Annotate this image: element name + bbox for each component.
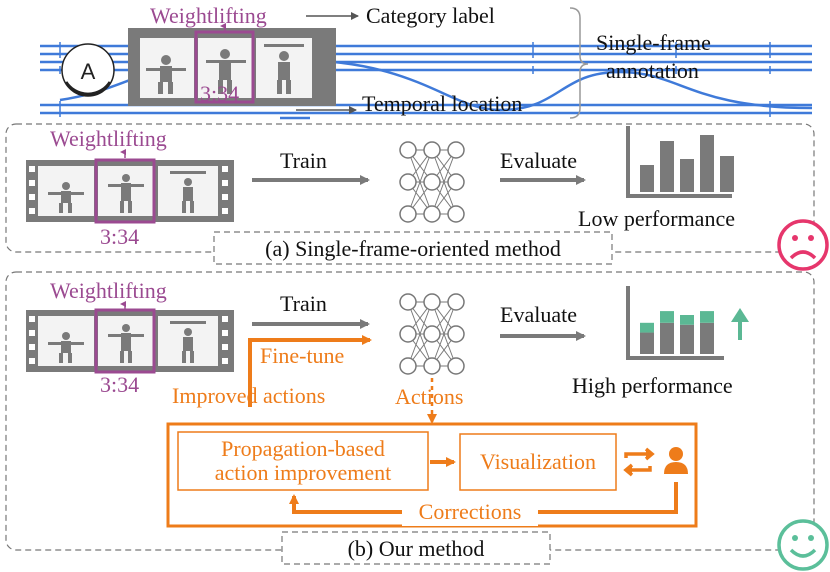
timeline-ticks [59, 42, 771, 117]
single-frame-line1: Single-frame [596, 30, 711, 55]
network-node [447, 357, 465, 375]
panel-a-result: Low performance [578, 206, 735, 231]
actions-label: Actions [395, 384, 463, 409]
bar [640, 165, 654, 192]
category-annotation: Category label [366, 3, 495, 28]
bar [680, 159, 694, 192]
bar [700, 135, 714, 192]
panel-b-evaluate-label: Evaluate [500, 302, 577, 327]
bar-improvement [640, 322, 654, 333]
bar-improvement [660, 311, 674, 323]
visualization-box [459, 433, 617, 491]
network-node [423, 357, 441, 375]
bar-base [660, 322, 674, 354]
chart-axes [626, 126, 732, 198]
bar-base [680, 324, 694, 354]
annotation-brace [569, 7, 589, 119]
panel-b-neural-network [399, 293, 465, 375]
panel-a-bar-chart [626, 126, 734, 198]
panel-a-caption: (a) Single-frame-oriented method [265, 236, 561, 261]
network-node [399, 173, 417, 191]
bar [660, 141, 674, 192]
network-node [423, 173, 441, 191]
top-film-strip [128, 28, 336, 106]
swap-arrows-icon [623, 447, 655, 477]
network-node [447, 293, 465, 311]
chart-axes [626, 286, 724, 360]
marker-a-letter: A [81, 59, 96, 84]
panel-b-caption: (b) Our method [348, 536, 485, 561]
network-node [423, 293, 441, 311]
propagation-line2: action improvement [215, 460, 392, 485]
improved-actions-label: Improved actions [172, 383, 325, 408]
network-node [447, 205, 465, 223]
propagation-box [177, 431, 429, 491]
network-node [399, 357, 417, 375]
propagation-line1: Propagation-based [221, 436, 385, 461]
network-node [447, 141, 465, 159]
network-node [399, 205, 417, 223]
up-arrow-icon [731, 308, 749, 340]
bar-base [640, 332, 654, 354]
network-node [399, 141, 417, 159]
network-node [423, 325, 441, 343]
user-icon [664, 447, 688, 474]
corrections-label-bg [402, 498, 538, 526]
panel-b-result: High performance [572, 373, 733, 398]
panel-b-bar-chart [626, 286, 724, 360]
panel-b-time: 3:34 [100, 372, 139, 397]
network-node [447, 173, 465, 191]
bar-improvement [680, 315, 694, 325]
top-time-text: 3:34 [200, 81, 239, 106]
network-node [423, 141, 441, 159]
happy-face-icon [777, 519, 829, 571]
panel-b-train-label: Train [280, 291, 327, 316]
panel-a-train-label: Train [280, 148, 327, 173]
temporal-annotation: Temporal location [362, 91, 522, 116]
panel-b-caption-box [281, 531, 551, 565]
panel-a-caption-box [213, 231, 613, 265]
corrections-label: Corrections [419, 499, 522, 524]
panel-a-evaluate-label: Evaluate [500, 148, 577, 173]
panel-b-category: Weightlifting [50, 278, 167, 303]
sad-face-icon [777, 219, 829, 271]
panel-a-film-strip [26, 158, 234, 224]
panel-a-category: Weightlifting [50, 126, 167, 151]
bar-improvement [700, 311, 714, 323]
network-node [399, 325, 417, 343]
marker-a: A [61, 43, 115, 97]
fine-tune-label: Fine-tune [260, 343, 344, 368]
visualization-label: Visualization [480, 449, 596, 474]
fine-tune-arrow [248, 335, 372, 407]
single-frame-line2: annotation [606, 58, 699, 83]
panel-a-neural-network [399, 141, 465, 223]
network-node [447, 325, 465, 343]
network-node [399, 293, 417, 311]
bar [720, 156, 734, 192]
panel-a-time: 3:34 [100, 224, 139, 249]
top-category-text: Weightlifting [150, 3, 267, 28]
panel-b-film-strip [26, 308, 234, 374]
network-node [423, 205, 441, 223]
bar-base [700, 322, 714, 354]
